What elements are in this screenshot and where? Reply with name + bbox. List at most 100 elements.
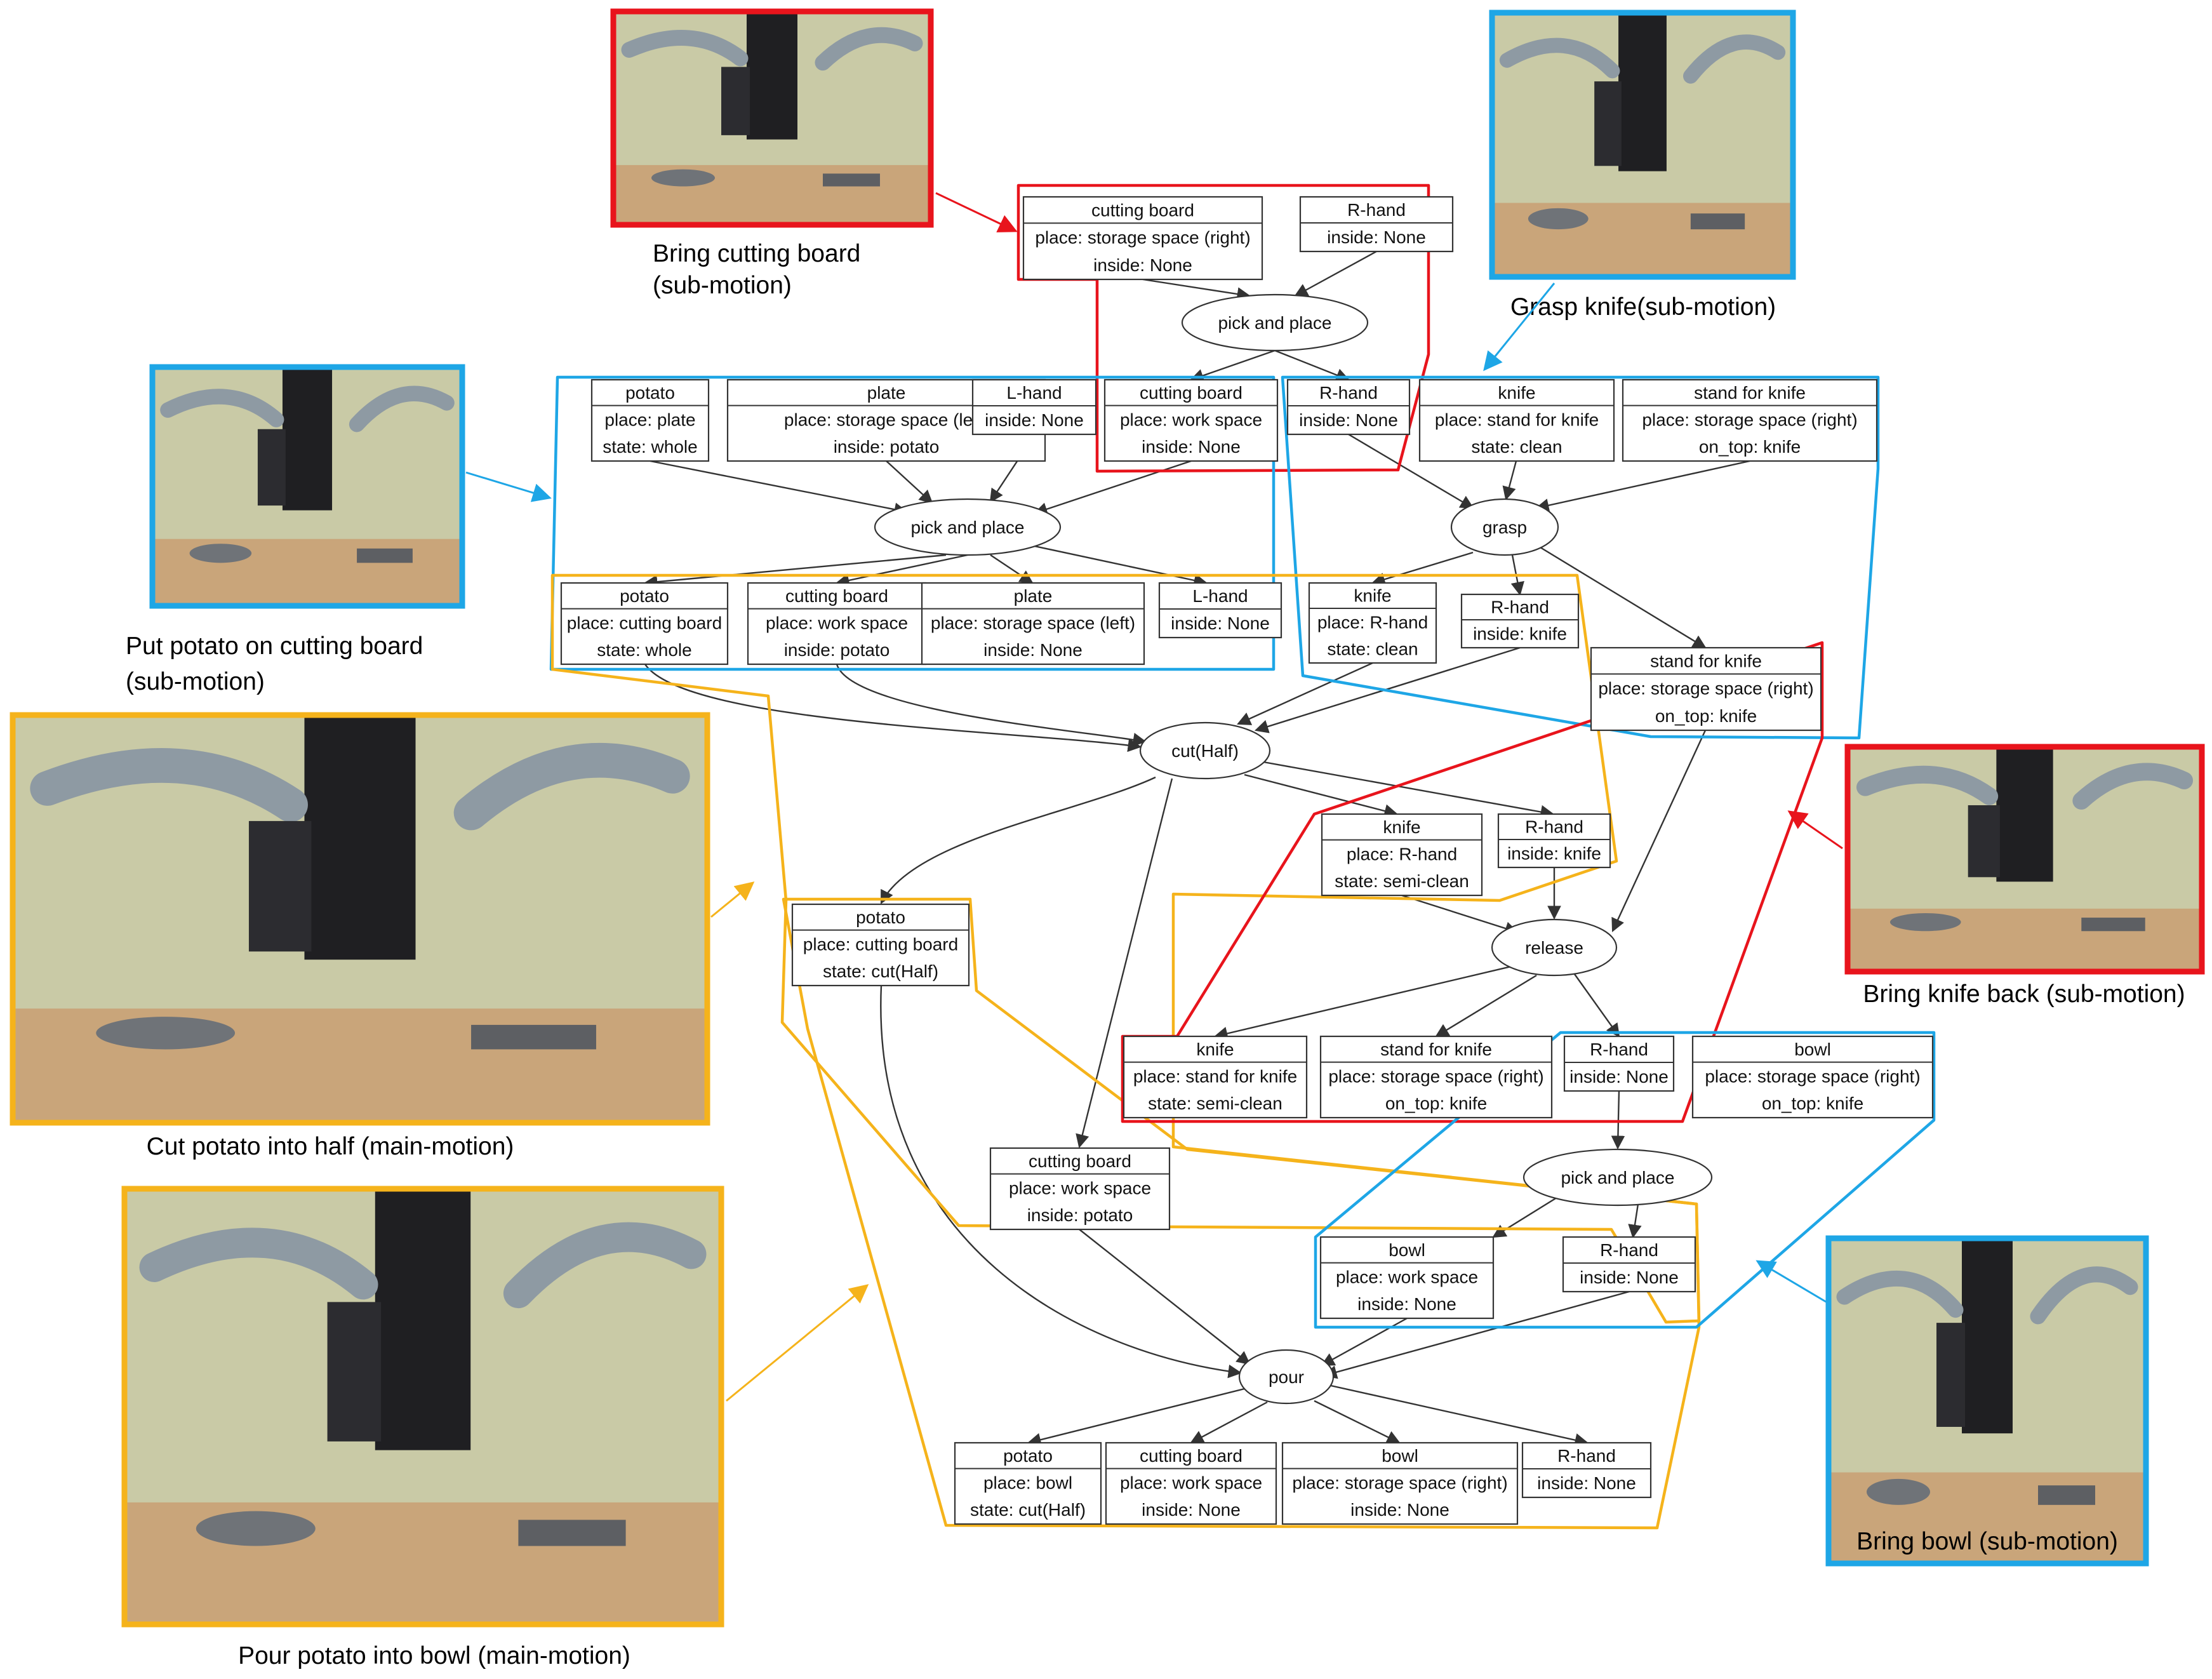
object-attribute: state: semi-clean: [1335, 871, 1469, 891]
object-name: knife: [1498, 383, 1535, 403]
photo-tray: [357, 548, 413, 563]
graph-edge: [1027, 1386, 1253, 1447]
object-name: potato: [856, 907, 905, 927]
object-attribute: place: R-hand: [1317, 612, 1428, 632]
object-node-box: [1497, 813, 1611, 869]
graph-edge: [880, 985, 1243, 1379]
object-node-box: [1286, 378, 1411, 436]
motion-label: grasp: [1482, 518, 1527, 537]
object-node-box: [1123, 1035, 1308, 1119]
object-node-box: [1321, 813, 1483, 897]
object-attribute: place: storage space (right): [1705, 1067, 1920, 1087]
photo-caption: Put potato on cutting board: [126, 632, 423, 660]
motion-label: pick and place: [1218, 313, 1331, 333]
graph-edge: [1263, 761, 1555, 819]
object-attribute: inside: None: [1171, 613, 1270, 633]
object-name: L-hand: [1192, 586, 1248, 606]
photo-caption: (sub-motion): [653, 272, 792, 299]
photo-robot-arm: [453, 742, 690, 831]
graph-edge: [835, 554, 968, 587]
photo-robot-arm: [815, 27, 923, 71]
photo-robot-arm: [1682, 34, 1786, 84]
graph-edge: [1274, 349, 1350, 382]
object-attribute: place: cutting board: [803, 935, 958, 954]
graph-edge: [1502, 460, 1517, 501]
motion-node: release: [1491, 918, 1618, 977]
motion-node-ellipse: [1491, 918, 1618, 977]
object-attribute: place: storage space (right): [1328, 1067, 1543, 1087]
photo-bring-bowl: Bring bowl (sub-motion): [1825, 1235, 2149, 1567]
graph-edge: [1254, 646, 1521, 733]
graph-edge: [1190, 1401, 1268, 1444]
object-node-box: [1622, 378, 1878, 462]
photo-caption: Grasp knife(sub-motion): [1510, 293, 1776, 321]
object-attribute: place: storage space (left): [931, 613, 1135, 633]
object-name: R-hand: [1600, 1240, 1658, 1260]
object-attribute: place: storage space (right): [1292, 1473, 1507, 1493]
motion-node-ellipse: [1238, 1349, 1335, 1405]
object-node-box: [1308, 582, 1437, 664]
object-node-box: [791, 903, 970, 987]
photo-caption: Bring cutting board: [653, 240, 860, 267]
motion-node: pick and place: [874, 498, 1062, 556]
object-attribute: inside: potato: [834, 437, 940, 457]
object-node-box: [921, 582, 1145, 666]
graph-edge: [1371, 551, 1474, 586]
object-node-box: [1105, 1442, 1277, 1525]
object-attribute: place: R-hand: [1347, 845, 1457, 864]
photo-tray: [1690, 213, 1745, 230]
object-attribute: inside: None: [1357, 1294, 1456, 1314]
photo-caption: (sub-motion): [126, 668, 265, 695]
object-name: plate: [867, 383, 906, 403]
object-attribute: state: whole: [603, 437, 697, 457]
photo-bring-knife-back: Bring knife back (sub-motion): [1844, 744, 2205, 1008]
photo-robot-arm: [30, 748, 308, 822]
object-attribute: place: storage space (right): [1598, 679, 1813, 699]
photo-robot-arm: [1499, 37, 1620, 79]
graph-edge: [1348, 433, 1474, 509]
photo-bowl: [196, 1511, 316, 1546]
motion-region-outline-yellow: [782, 897, 1701, 1530]
graph-edge: [1330, 1384, 1589, 1447]
graph-edge: [1435, 974, 1537, 1038]
photo-put-potato: Put potato on cutting board (sub-motion): [126, 364, 465, 695]
photo-robot-arm: [503, 1222, 707, 1309]
graph-edge: [1628, 1203, 1642, 1239]
photo-robot-arm: [1856, 765, 1999, 805]
photo-leader-arrows: [465, 192, 1843, 1402]
object-node-box: [560, 582, 729, 666]
object-node-box: [747, 582, 927, 666]
object-attribute: state: clean: [1327, 639, 1418, 659]
object-attribute: place: storage space (right): [1642, 410, 1857, 430]
object-name: stand for knife: [1650, 651, 1762, 671]
photo-robot-mount: [747, 11, 797, 140]
object-node-box: [1281, 1442, 1519, 1525]
photo-gripper: [1936, 1323, 1965, 1427]
object-attribute: inside: None: [1350, 1500, 1449, 1520]
object-name: bowl: [1794, 1040, 1831, 1059]
photo-frame: [1825, 1235, 2149, 1567]
object-node-box: [1418, 378, 1615, 462]
object-attribute: place: bowl: [983, 1473, 1072, 1493]
photo-bowl: [189, 544, 252, 563]
photo-bowl: [96, 1017, 236, 1050]
photo-bring-cutting-board: Bring cutting board (sub-motion): [610, 8, 934, 299]
graph-edge: [1244, 773, 1399, 818]
object-node: stand for knife place: storage space (rig…: [1590, 646, 1822, 732]
motion-label: pick and place: [910, 518, 1024, 537]
object-node-box: [971, 378, 1097, 436]
motion-node-ellipse: [1139, 721, 1271, 780]
object-attribute: place: cutting board: [567, 613, 722, 633]
leader-arrow-red: [935, 192, 1018, 232]
object-attribute: place: storage space (left): [784, 410, 989, 430]
